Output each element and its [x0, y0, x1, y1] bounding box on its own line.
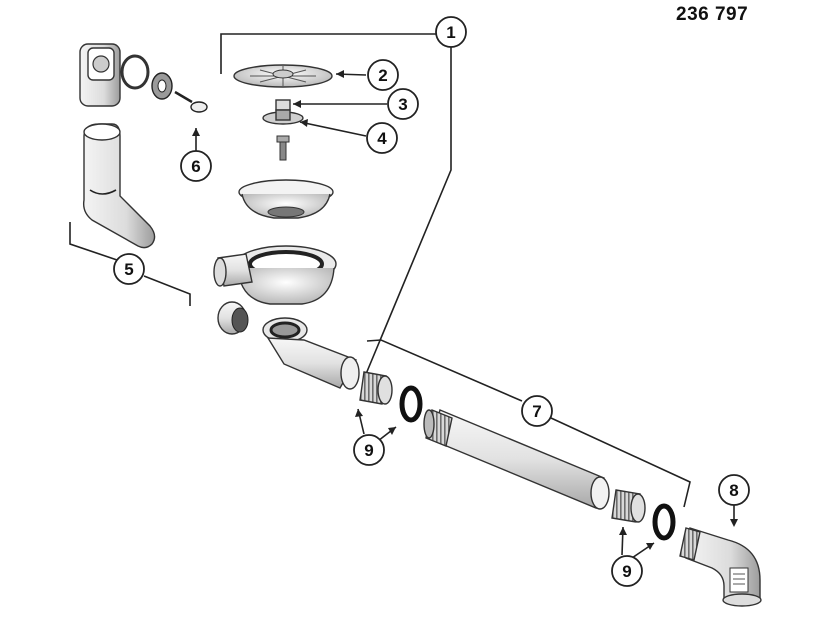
callout-4-label: 4 [377, 129, 387, 148]
callout-7-label: 7 [532, 402, 541, 421]
plug-bolt-head [276, 135, 290, 143]
callouts: 1 2 3 4 5 6 7 [113, 16, 750, 587]
basket-drain [267, 206, 305, 218]
strainer-basket [238, 179, 334, 219]
overflow-nut-hole [157, 79, 167, 93]
callout-3-label: 3 [398, 95, 407, 114]
extension-pipe [423, 409, 610, 510]
elbow-label-lines [733, 573, 745, 585]
plug-knob-3 [275, 99, 291, 111]
arrowhead-6 [192, 128, 200, 136]
callout-9a-label: 9 [364, 441, 373, 460]
coupling-nut-1-face [377, 375, 393, 405]
coupling-nut-set-2 [611, 489, 676, 541]
seal-ring-2 [652, 503, 676, 541]
leader-9b [621, 526, 655, 559]
part-number: 236 797 [676, 4, 749, 25]
elbow-outlet [722, 593, 762, 607]
elbow-threaded-end [679, 527, 701, 561]
plug-body [275, 109, 291, 121]
leader-4 [299, 121, 367, 137]
callout-8-label: 8 [729, 481, 738, 500]
strainer-plate-center [272, 69, 294, 79]
seal-ring-1 [399, 385, 423, 423]
coupling-nut-2-face [630, 493, 646, 523]
arrowhead-8 [730, 519, 738, 527]
pipe-end [590, 476, 610, 510]
overflow-hose [82, 123, 156, 249]
overflow-hose-bend [89, 189, 117, 195]
plug-bolt [279, 139, 287, 161]
bracket-lines [69, 33, 738, 559]
callout-8: 8 [718, 474, 750, 506]
overflow-screw [174, 90, 193, 104]
callout-2-label: 2 [378, 66, 387, 85]
callout-6-label: 6 [191, 157, 200, 176]
outlet-pipe-end [340, 356, 360, 390]
overflow-head-hole [92, 55, 110, 73]
callout-1-label: 1 [446, 23, 455, 42]
arrowhead-9a-right [388, 427, 396, 435]
bracket-1-top [220, 33, 438, 74]
callout-6: 6 [180, 150, 212, 182]
callout-9b-label: 9 [622, 562, 631, 581]
callout-5: 5 [113, 253, 145, 285]
lower-connector-hole [231, 307, 249, 333]
elbow-label-plate [729, 567, 749, 593]
callout-7: 7 [521, 395, 553, 427]
overflow-cap-6 [190, 101, 208, 113]
callout-2: 2 [367, 59, 399, 91]
drain-overflow-inlet-end [213, 257, 227, 287]
elbow-fitting [679, 527, 762, 607]
arrowhead-3 [293, 100, 301, 108]
callout-4: 4 [366, 122, 398, 154]
drain-bowl [237, 267, 335, 305]
waste-plug-assembly [233, 64, 333, 161]
pipe-body [431, 409, 605, 509]
overflow-gasket [120, 54, 150, 90]
drain-body [213, 245, 360, 390]
overflow-assembly [79, 43, 208, 249]
arrowhead-9b-right [646, 543, 654, 550]
callout-9a: 9 [353, 434, 385, 466]
arrowhead-9b-left [619, 527, 627, 535]
pipe-threaded-face [423, 409, 435, 439]
bracket-7 [366, 339, 691, 508]
bracket-5 [69, 222, 191, 306]
callout-9b: 9 [611, 555, 643, 587]
arrowhead-9a-left [355, 409, 363, 417]
outlet-ring [269, 321, 301, 339]
callout-1: 1 [435, 16, 467, 48]
overflow-hose-opening [83, 123, 121, 141]
basket-body [241, 193, 331, 219]
leader-1-to-coupling [365, 46, 452, 375]
arrowhead-4 [300, 119, 308, 127]
callout-5-label: 5 [124, 260, 133, 279]
coupling-nut-set-1 [359, 371, 423, 423]
callout-3: 3 [387, 88, 419, 120]
arrowhead-2 [336, 70, 344, 78]
